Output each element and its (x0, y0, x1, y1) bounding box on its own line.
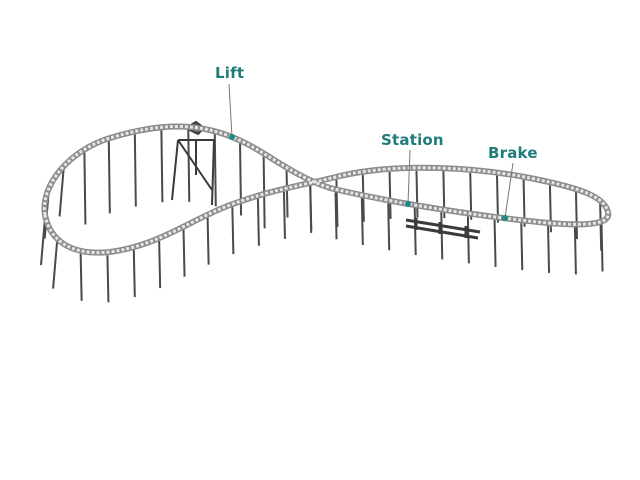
support-column (387, 203, 391, 251)
support-column (599, 203, 603, 251)
support-column (79, 253, 83, 301)
support-column (413, 208, 417, 256)
support-column (187, 129, 191, 202)
track (41, 123, 612, 256)
support-column (106, 255, 110, 303)
support-column (133, 134, 137, 207)
support-columns (40, 129, 604, 303)
callout-lines (228, 83, 514, 219)
support-column (334, 192, 338, 240)
support-column (520, 223, 524, 271)
station-marker (405, 201, 411, 207)
lift-label: Lift (215, 64, 245, 82)
support-column (466, 216, 470, 264)
support-column (415, 170, 419, 218)
support-column (58, 169, 65, 217)
support-column (547, 225, 551, 273)
support-column (388, 171, 392, 219)
support-column (206, 217, 210, 265)
support-column (574, 192, 578, 240)
support-column (83, 152, 87, 225)
support-column (239, 143, 243, 216)
support-column (40, 217, 46, 266)
support-column (573, 227, 577, 275)
support-column (285, 170, 289, 218)
support-column (132, 250, 136, 298)
support-column (309, 185, 313, 233)
support-column (360, 198, 364, 246)
support-column (282, 191, 286, 239)
support-column (256, 198, 260, 246)
support-column (158, 241, 162, 289)
brake-label: Brake (488, 144, 538, 162)
support-column (107, 141, 111, 214)
brake-marker (502, 215, 508, 221)
support-column (213, 134, 217, 207)
support-column (231, 207, 235, 255)
support-column (440, 212, 444, 260)
lift-marker (229, 134, 235, 140)
support-column (52, 241, 59, 289)
station-label: Station (381, 131, 444, 149)
support-column (160, 130, 164, 203)
lift-tower (171, 120, 215, 206)
station-platform (405, 218, 481, 240)
support-column (182, 229, 186, 277)
support-column (493, 219, 497, 267)
